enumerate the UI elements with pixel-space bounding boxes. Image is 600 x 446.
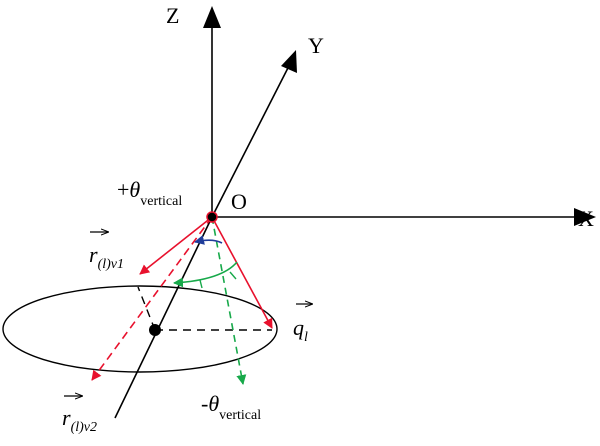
plus-theta-symbol: θ (129, 177, 140, 202)
origin-label: O (231, 189, 247, 214)
r2-subscript: (l)v2 (71, 420, 97, 435)
plus-theta-subscript: vertical (140, 194, 182, 209)
green-arc-tick-1 (229, 271, 237, 280)
minus-theta-symbol: θ (208, 391, 219, 416)
q-label: ql (293, 315, 308, 345)
green-angle-arc (173, 261, 238, 288)
x-axis-label: X (578, 206, 594, 231)
r1-subscript: (l)v1 (98, 257, 124, 272)
minus-theta-label: -θvertical (201, 391, 261, 423)
z-axis-label: Z (166, 3, 179, 28)
r1-label: r(l)v1 (89, 242, 124, 272)
y-axis-label: Y (308, 33, 324, 58)
q-subscript: l (304, 330, 308, 345)
blue-angle-arc (194, 235, 223, 245)
plus-theta-sign: + (117, 177, 129, 202)
minus-theta-subscript: vertical (219, 408, 261, 423)
r2-base: r (62, 405, 71, 430)
green-dashed-direction (211, 216, 247, 385)
green-arc-tick-2 (199, 279, 203, 289)
minus-theta-sign: - (201, 391, 208, 416)
origin-point (206, 211, 218, 223)
r1-projection-dashed (137, 286, 156, 331)
y-axis (211, 59, 293, 218)
y-axis-arrowhead (281, 50, 297, 73)
ellipse-center-point (149, 324, 161, 336)
circular-plane-ellipse (2, 285, 278, 373)
vector-r2-dashed (91, 216, 213, 381)
q-base: q (293, 315, 304, 340)
vector-q (211, 216, 273, 329)
plus-theta-label: +θvertical (117, 177, 182, 209)
negative-y-line (114, 216, 213, 419)
r2-label: r(l)v2 (62, 405, 97, 435)
vector-r1 (139, 216, 213, 275)
z-axis-arrowhead (203, 6, 221, 28)
r1-base: r (89, 242, 98, 267)
x-axis-arrowhead (574, 208, 596, 226)
